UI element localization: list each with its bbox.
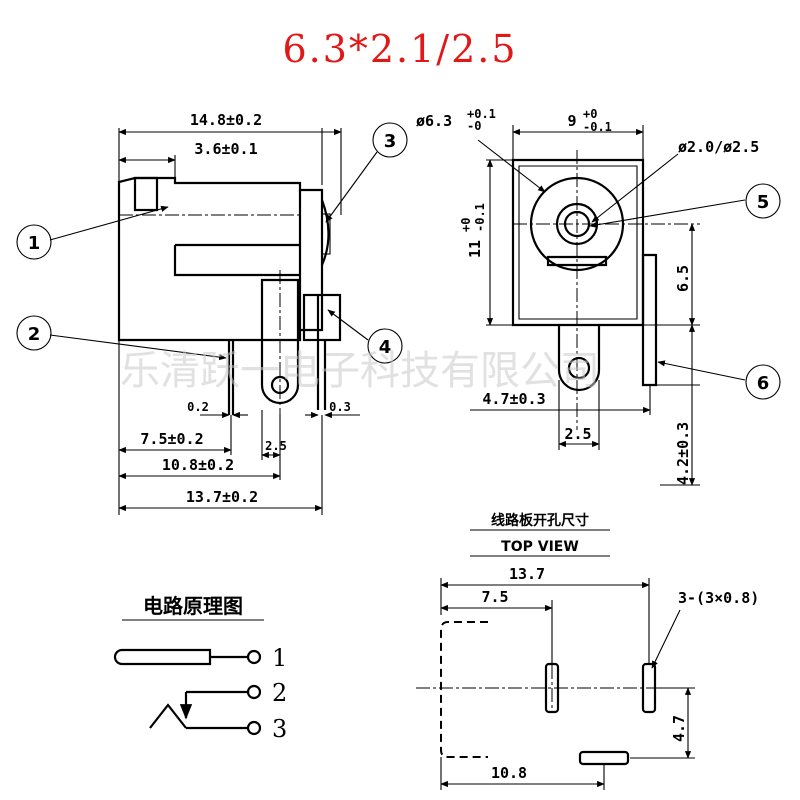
pcb-footprint-outline (440, 621, 488, 758)
svg-text:+0: +0 (459, 218, 473, 232)
jack-body-outline (117, 176, 324, 342)
pcb-dim-vertical-offset: 4.7 (670, 715, 688, 742)
pcb-hole-3 (578, 750, 630, 766)
dim-pin-thickness-left: 0.2 (187, 400, 209, 414)
side-view: 14.8±0.2 3.6±0.1 0.2 0.3 (49, 111, 378, 515)
sleeve-contact-symbol (149, 703, 187, 729)
schematic-pin-1: 1 (272, 644, 287, 672)
dim-pin-diameter: ø2.0/ø2.5 (678, 138, 759, 156)
dim-pin2-offset: 10.8±0.2 (162, 456, 234, 474)
dim-pin-length: 4.2±0.3 (674, 422, 692, 485)
callout-3: 3 (372, 122, 408, 158)
jack-front-body (511, 158, 645, 327)
dim-center-height: 6.5 (674, 265, 692, 292)
dim-pin-width: 2.5 (564, 425, 591, 443)
pcb-subheading: TOP VIEW (501, 539, 579, 555)
pcb-dim-hole-spec: 3-(3×0.8) (678, 589, 759, 607)
schematic: 电路原理图 1 2 3 (113, 594, 287, 743)
latch-tab (133, 176, 159, 212)
pin-lug (260, 278, 300, 405)
callout-1: 1 (16, 224, 52, 260)
front-pin-lug (557, 325, 601, 392)
dim-pin1-offset: 7.5±0.2 (140, 430, 203, 448)
svg-text:-0.1: -0.1 (473, 203, 487, 232)
schematic-heading: 电路原理图 (143, 594, 243, 618)
dim-pin-offset: 4.7±0.3 (482, 390, 545, 408)
dim-pin-thickness-right: 0.3 (329, 400, 351, 414)
pcb-dim-bottom-hole: 10.8 (491, 764, 527, 782)
svg-text:+0: +0 (583, 107, 597, 121)
pcb-layout: 线路板开孔尺寸 TOP VIEW 13.7 7.5 3-(3×0.8) 4.7 (416, 512, 759, 790)
svg-text:-0.1: -0.1 (583, 120, 612, 134)
dim-overall-depth: 13.7±0.2 (186, 488, 258, 506)
schematic-pin-2: 2 (272, 679, 287, 707)
svg-text:3: 3 (384, 131, 397, 152)
pcb-dim-first-hole: 7.5 (481, 588, 508, 606)
svg-text:1: 1 (28, 233, 41, 254)
side-tab (302, 293, 342, 342)
pcb-hole-2 (641, 662, 657, 714)
dim-body-width: 9 (567, 112, 576, 130)
callout-2: 2 (16, 315, 52, 351)
pcb-hole-1 (544, 662, 560, 714)
pcb-heading: 线路板开孔尺寸 (491, 512, 589, 529)
barrel-slot (173, 243, 300, 277)
svg-text:6: 6 (757, 373, 770, 394)
callout-4: 4 (367, 328, 403, 364)
pcb-dim-overall: 13.7 (509, 565, 545, 583)
dim-pin-spacing: 2.5 (265, 439, 287, 453)
svg-text:4: 4 (379, 337, 392, 358)
svg-text:5: 5 (757, 192, 770, 213)
dim-tab-width: 3.6±0.1 (194, 140, 257, 158)
front-view: 9 +0 -0.1 ø6.3 +0.1 -0 ø2.0/ø2.5 11 +0 -… (416, 107, 759, 486)
dim-overall-width: 14.8±0.2 (190, 111, 262, 129)
callout-5: 5 (745, 183, 781, 219)
svg-text:-0: -0 (467, 119, 481, 133)
dim-body-height: 11 (466, 240, 484, 258)
callout-6: 6 (745, 364, 781, 400)
center-contact-symbol (113, 648, 212, 666)
watermark: 乐清跃一电子科技有限公司 (120, 348, 600, 394)
svg-text:2: 2 (28, 324, 41, 345)
drawing-title: 6.3*2.1/2.5 (282, 27, 517, 71)
svg-text:+0.1: +0.1 (467, 107, 496, 121)
schematic-pin-3: 3 (272, 715, 287, 743)
dim-hole-diameter: ø6.3 (416, 112, 452, 130)
